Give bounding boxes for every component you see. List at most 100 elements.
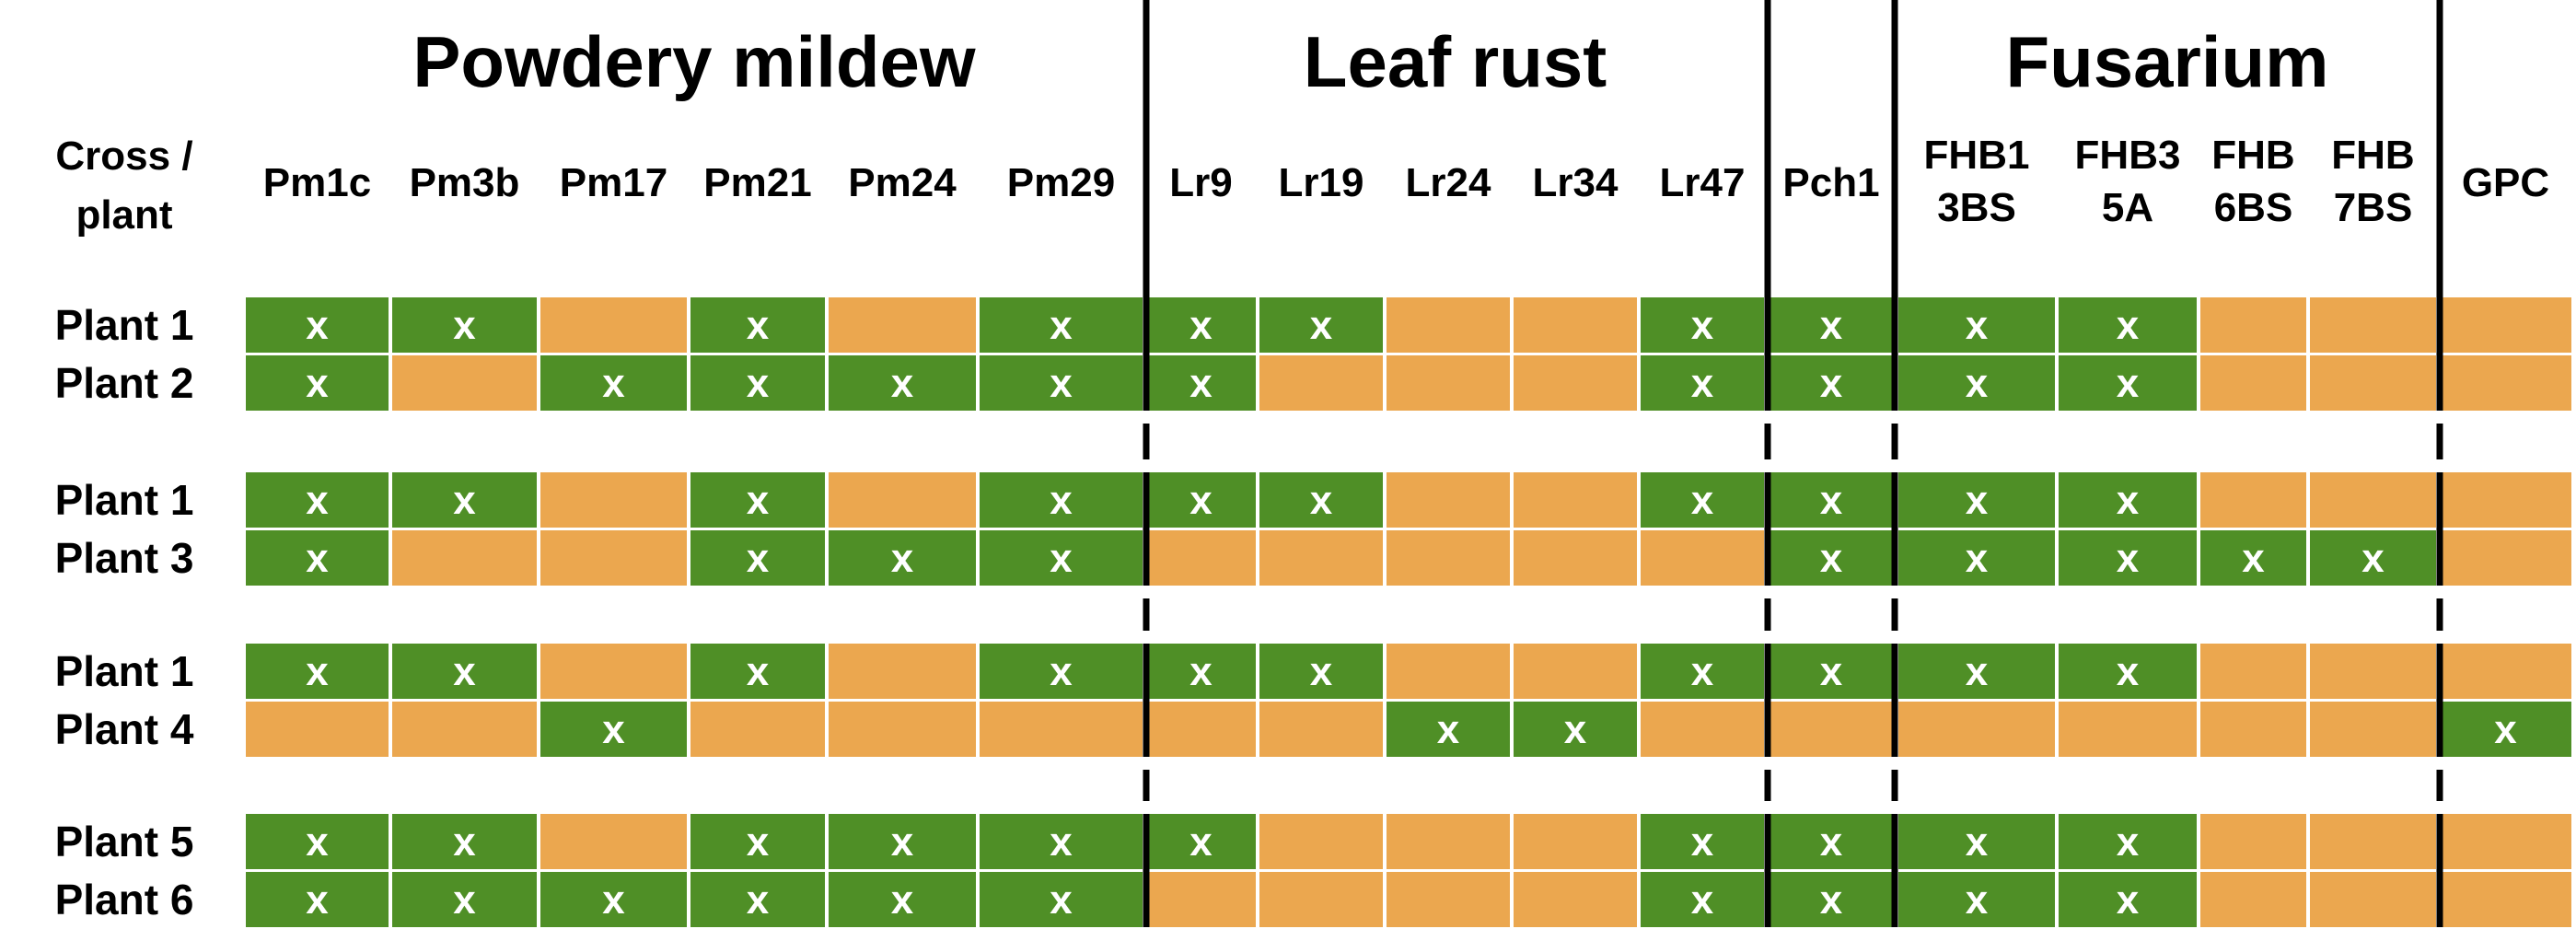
cell (690, 297, 825, 353)
cell (1387, 472, 1510, 528)
cell (540, 472, 687, 528)
cell (1768, 872, 1895, 927)
cell (392, 530, 537, 586)
cell-mark: x (747, 478, 770, 523)
cell (980, 355, 1143, 411)
cell-mark: x (1966, 536, 1989, 581)
cell-mark: x (1189, 649, 1213, 694)
cell (2440, 530, 2571, 586)
cell (690, 355, 825, 411)
cell-mark: x (453, 649, 476, 694)
row-label: Plant 6 (54, 876, 194, 923)
cell-mark: x (1050, 536, 1073, 581)
cell (2059, 530, 2197, 586)
cell-mark: x (2117, 303, 2140, 348)
cell (690, 530, 825, 586)
cell (2200, 472, 2306, 528)
column-header: Lr34 (1532, 160, 1619, 205)
cell (2310, 702, 2436, 757)
cell (1146, 814, 1256, 869)
cell (1514, 297, 1637, 353)
cell (1146, 644, 1256, 699)
column-header: Lr19 (1278, 160, 1364, 205)
cell-mark: x (1691, 877, 1714, 923)
cell (2059, 644, 2197, 699)
cell (2200, 355, 2306, 411)
column-header: Lr47 (1659, 160, 1746, 205)
cell-mark: x (1966, 877, 1989, 923)
cell (829, 872, 976, 927)
cell (1514, 472, 1637, 528)
cell (540, 644, 687, 699)
cross-plant-header: Cross / plant (55, 134, 193, 238)
cell (2440, 872, 2571, 927)
cell (540, 872, 687, 927)
cell (690, 814, 825, 869)
cell (690, 872, 825, 927)
cell (2200, 297, 2306, 353)
cell (1898, 472, 2055, 528)
cell-mark: x (2117, 649, 2140, 694)
column-header: Pm21 (703, 160, 812, 205)
cell (2310, 472, 2436, 528)
cell (1768, 355, 1895, 411)
cell (1387, 872, 1510, 927)
cell (1641, 530, 1764, 586)
cell (1387, 355, 1510, 411)
cell-mark: x (306, 536, 329, 581)
cell-mark: x (747, 877, 770, 923)
row-label: Plant 1 (54, 301, 194, 349)
cell-mark: x (891, 877, 914, 923)
cell (829, 702, 976, 757)
cell (246, 644, 389, 699)
cell (1898, 644, 2055, 699)
cell (2200, 872, 2306, 927)
cell-mark: x (602, 707, 625, 752)
cell (2440, 814, 2571, 869)
cell (980, 702, 1143, 757)
cell-mark: x (1050, 303, 1073, 348)
cell (246, 297, 389, 353)
cell (1387, 644, 1510, 699)
cell (2200, 814, 2306, 869)
cell (980, 472, 1143, 528)
cell-mark: x (306, 361, 329, 406)
cell-mark: x (747, 361, 770, 406)
cell (1768, 644, 1895, 699)
cell (1898, 297, 2055, 353)
cell-mark: x (453, 478, 476, 523)
cell-mark: x (747, 536, 770, 581)
cell (980, 530, 1143, 586)
cell (1146, 297, 1256, 353)
cell-mark: x (1310, 649, 1333, 694)
column-header: FHB1 3BS (1923, 133, 2030, 231)
cell (1387, 297, 1510, 353)
cell-mark: x (1189, 819, 1213, 865)
cell-mark: x (1189, 478, 1213, 523)
cell (829, 814, 976, 869)
cell-mark: x (891, 819, 914, 865)
cell (2310, 297, 2436, 353)
cell-mark: x (1966, 361, 1989, 406)
cell (829, 644, 976, 699)
cell (1259, 814, 1383, 869)
cell-mark: x (747, 649, 770, 694)
cell (829, 297, 976, 353)
cell-mark: x (1050, 478, 1073, 523)
cell (2200, 644, 2306, 699)
cell (246, 872, 389, 927)
column-header: FHB 7BS (2331, 133, 2415, 231)
cell-mark: x (1437, 707, 1460, 752)
cell (2059, 814, 2197, 869)
cell-mark: x (1691, 303, 1714, 348)
cell (1387, 530, 1510, 586)
cell-mark: x (2117, 819, 2140, 865)
column-header: Lr9 (1169, 160, 1233, 205)
cell-mark: x (306, 303, 329, 348)
cell (1259, 472, 1383, 528)
cell (2440, 644, 2571, 699)
row-label: Plant 3 (54, 534, 194, 582)
cell (1768, 472, 1895, 528)
cell (690, 472, 825, 528)
